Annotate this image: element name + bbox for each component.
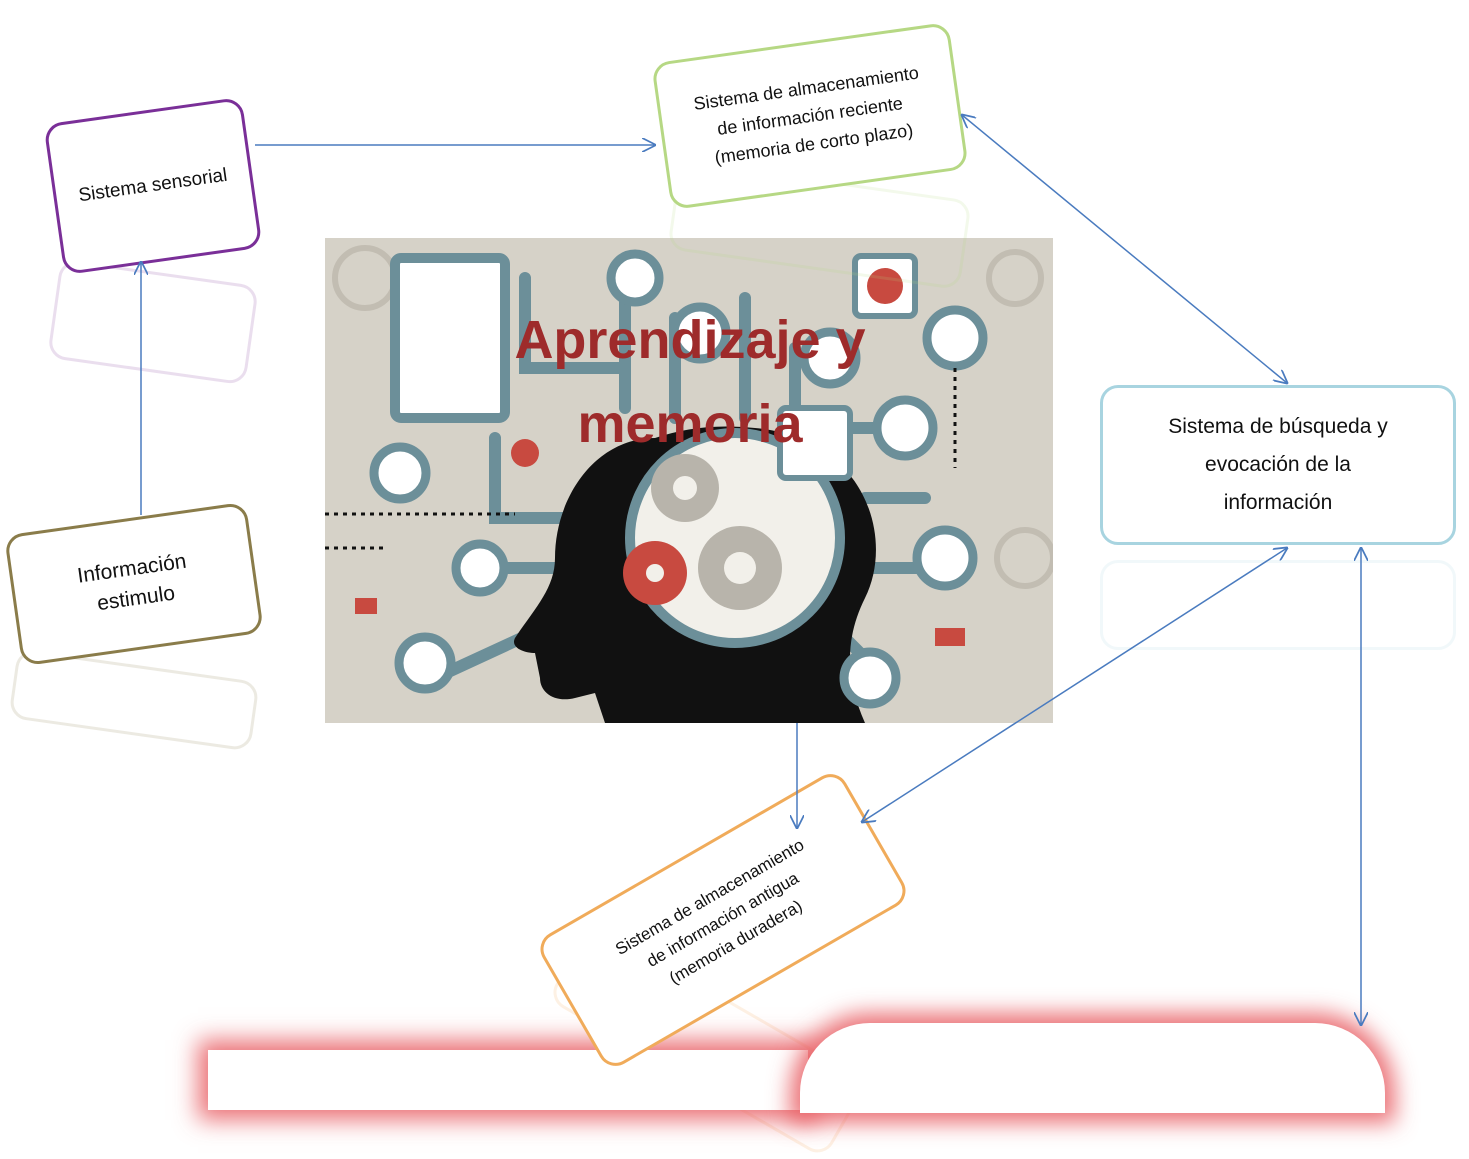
bottom-glow-left <box>208 1050 808 1110</box>
search-line-1: Sistema de búsqueda y <box>1168 415 1388 438</box>
diagram-title: Aprendizaje y memoria <box>475 298 905 466</box>
stimulus-info-box: Información estimulo <box>4 501 264 667</box>
search-evocation-box: Sistema de búsqueda y evocación de la in… <box>1100 385 1456 545</box>
short-term-memory-box: Sistema de almacenamiento de información… <box>651 21 969 211</box>
stimulus-reflection <box>8 648 260 752</box>
search-line-3: información <box>1223 491 1333 514</box>
diagram-canvas: Aprendizaje y memoria Sistema sensorial … <box>4 21 1456 1159</box>
sensory-system-box: Sistema sensorial <box>43 96 263 276</box>
search-reflection <box>1100 560 1456 650</box>
brain-tech-illustration: Aprendizaje y memoria <box>325 238 1053 723</box>
title-line-2: memoria <box>577 394 803 454</box>
title-line-1: Aprendizaje y <box>514 310 866 370</box>
bottom-glow-right <box>800 1023 1385 1113</box>
search-line-2: evocación de la <box>1205 453 1351 476</box>
sensory-system-label: Sistema sensorial <box>77 164 229 207</box>
sensory-reflection <box>47 258 259 386</box>
